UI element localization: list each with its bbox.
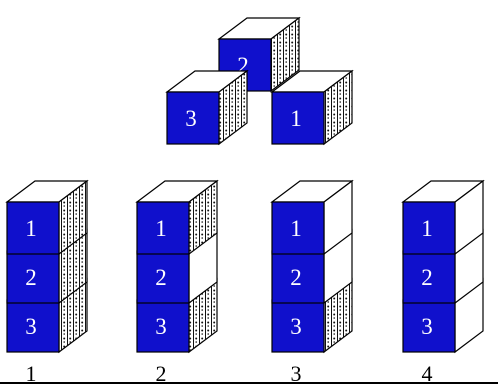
cube-number: 2 <box>155 265 167 290</box>
option-label: 4 <box>422 361 433 385</box>
cube-number: 2 <box>237 53 249 78</box>
cube-side-pattern <box>189 181 217 254</box>
option-label: 3 <box>291 361 302 385</box>
cube: 1 <box>5 179 89 256</box>
cube-front-face <box>271 201 325 255</box>
cube-front-face <box>136 201 190 255</box>
cube-front-face <box>271 91 325 145</box>
cube-number: 2 <box>421 265 433 290</box>
cube-number: 1 <box>155 216 167 241</box>
cube-front-face <box>6 201 60 255</box>
top-figure: 2 3 1 <box>165 16 354 146</box>
cube-number: 3 <box>421 314 433 339</box>
cube-front-face <box>271 299 325 353</box>
cube-number: 3 <box>290 314 302 339</box>
cube-number: 3 <box>25 314 37 339</box>
cube: 3 <box>165 69 249 146</box>
cube: 1 <box>135 179 219 256</box>
cube-number: 2 <box>290 265 302 290</box>
option-4: 3 2 1 4 <box>401 179 485 385</box>
cube-front-face <box>136 299 190 353</box>
cube-number: 3 <box>185 106 197 131</box>
cube-front-face <box>136 250 190 304</box>
cube-number: 1 <box>290 106 302 131</box>
answer-options: 3 2 1 1 3 2 1 2 3 2 1 3 3 2 1 4 <box>5 179 485 385</box>
cube-front-face <box>402 201 456 255</box>
option-2: 3 2 1 2 <box>135 179 219 385</box>
cube: 1 <box>270 179 354 256</box>
cube-side-pattern <box>219 71 247 144</box>
option-label: 1 <box>26 361 37 385</box>
cube-number: 2 <box>25 265 37 290</box>
cube: 2 <box>217 16 301 93</box>
cube-side-pattern <box>271 18 299 91</box>
cube-number: 3 <box>155 314 167 339</box>
option-1: 3 2 1 1 <box>5 179 89 385</box>
cube-number: 1 <box>25 216 37 241</box>
cube-front-face <box>166 91 220 145</box>
cube-number: 1 <box>290 216 302 241</box>
cube-number: 1 <box>421 216 433 241</box>
cube: 1 <box>270 69 354 146</box>
cube: 1 <box>401 179 485 256</box>
option-label: 2 <box>156 361 167 385</box>
cube-front-face <box>402 250 456 304</box>
option-3: 3 2 1 3 <box>270 179 354 385</box>
cube-side-pattern <box>59 181 87 254</box>
cube-front-face <box>402 299 456 353</box>
cube-front-face <box>6 250 60 304</box>
cube-side-pattern <box>324 71 352 144</box>
